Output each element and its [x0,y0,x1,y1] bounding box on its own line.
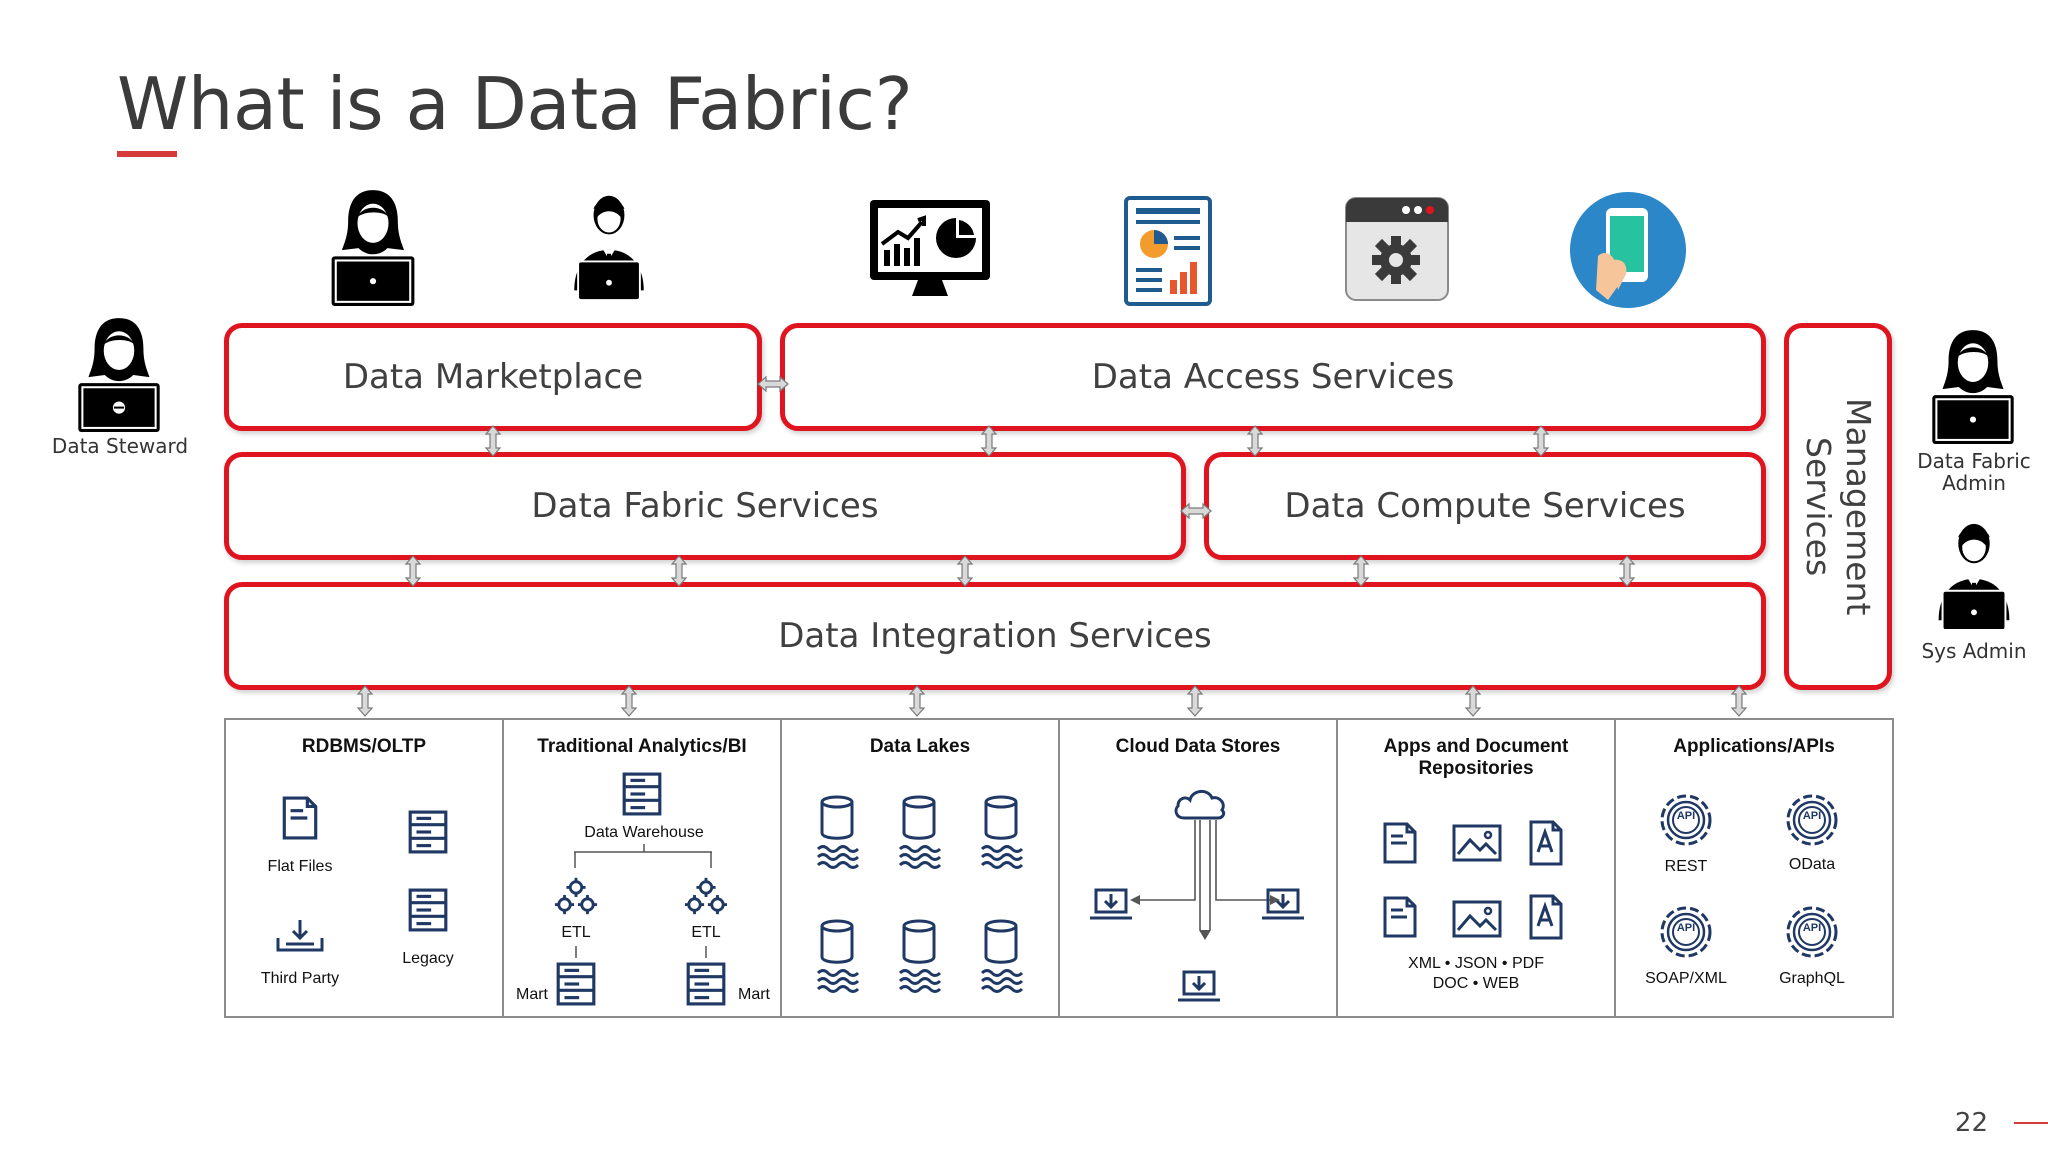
cloud-data-stores-panel: Cloud Data Stores [1058,718,1338,1018]
etl-mart-line-left [575,946,577,958]
soap-xml-label: SOAP/XML [1645,970,1727,987]
data-warehouse-label: Data Warehouse [584,824,704,841]
image-icon [1452,824,1502,862]
rest-api-icon: API [1656,790,1716,850]
data-lake-icon [980,795,1024,869]
applications-apis-title: Applications/APIs [1673,736,1835,757]
text-document-icon [1529,820,1563,866]
odata-label: OData [1788,856,1836,873]
flat-file-icon [282,796,318,840]
data-warehouse-icon [622,772,662,816]
graphql-api-icon: API [1782,902,1842,962]
data-integration-services-box: Data Integration Services [224,582,1766,690]
applications-apis-panel: Applications/APIs API REST API OData API… [1614,718,1894,1018]
third-party-import-icon [276,920,324,952]
rest-label: REST [1664,858,1708,875]
cloud-data-stores-title: Cloud Data Stores [1115,736,1281,757]
data-access-services-box: Data Access Services [780,323,1766,431]
cloud-flow-lines [1130,820,1280,940]
data-fabric-admin-label: Data Fabric Admin [1917,449,2031,495]
database-server-icon [408,810,448,854]
management-services-box: Management Services [1784,323,1892,690]
data-steward-label: Data Steward [51,434,189,458]
data-lakes-title: Data Lakes [869,736,971,757]
management-services-label: Management Services [1799,397,1878,616]
data-steward-icon [77,317,161,432]
page-number-line [2014,1122,2048,1124]
etl-label-right: ETL [691,924,721,941]
data-lake-icon [898,919,942,993]
etl-gears-icon-right [684,876,728,916]
mart-label-right: Mart [738,986,770,1003]
rdbms-title: RDBMS/OLTP [301,736,427,757]
settings-app-icon [1345,197,1449,301]
traditional-analytics-panel: Traditional Analytics/BI Data Warehouse … [502,718,782,1018]
data-lake-icon [816,919,860,993]
warehouse-branch-lines [574,844,712,868]
flat-files-label: Flat Files [267,858,333,875]
data-fabric-services-box: Data Fabric Services [224,452,1186,560]
sys-admin-label: Sys Admin [1921,639,2027,663]
legacy-label: Legacy [402,950,454,967]
apps-documents-panel: Apps and Document Repositories XML • JSO… [1336,718,1616,1018]
data-lake-icon [980,919,1024,993]
cloud-target-right-icon [1262,888,1306,920]
smartphone-icon [1570,192,1686,308]
title-underline [117,151,177,157]
page-number: 22 [1954,1108,1988,1138]
graphql-label: GraphQL [1779,970,1845,987]
mart-label-left: Mart [516,986,548,1003]
data-compute-services-box: Data Compute Services [1204,452,1766,560]
cloud-target-bottom-icon [1178,970,1222,1002]
report-document-icon [1124,196,1212,306]
soap-api-icon: API [1656,902,1716,962]
document-icon [1383,822,1417,864]
cloud-icon [1174,790,1226,820]
odata-api-icon: API [1782,790,1842,850]
mart-server-icon-right [686,962,726,1006]
document-icon [1383,896,1417,938]
rdbms-oltp-panel: RDBMS/OLTP Flat Files Legacy Third Party [224,718,504,1018]
data-lakes-panel: Data Lakes [780,718,1060,1018]
etl-gears-icon-left [554,876,598,916]
cloud-target-left-icon [1090,888,1134,920]
mart-server-icon-left [556,962,596,1006]
analytics-monitor-icon [870,200,990,296]
slide-title: What is a Data Fabric? [117,62,913,146]
analytics-title: Traditional Analytics/BI [537,736,747,757]
document-formats-label: XML • JSON • PDF DOC • WEB [1408,955,1544,992]
etl-mart-line-right [705,946,707,958]
data-lake-icon [816,795,860,869]
legacy-server-icon [408,888,448,932]
etl-label-left: ETL [561,924,591,941]
text-document-icon [1529,894,1563,940]
third-party-label: Third Party [260,970,340,987]
apps-documents-title: Apps and Document Repositories [1383,736,1569,779]
image-icon [1452,900,1502,938]
data-lake-icon [898,795,942,869]
